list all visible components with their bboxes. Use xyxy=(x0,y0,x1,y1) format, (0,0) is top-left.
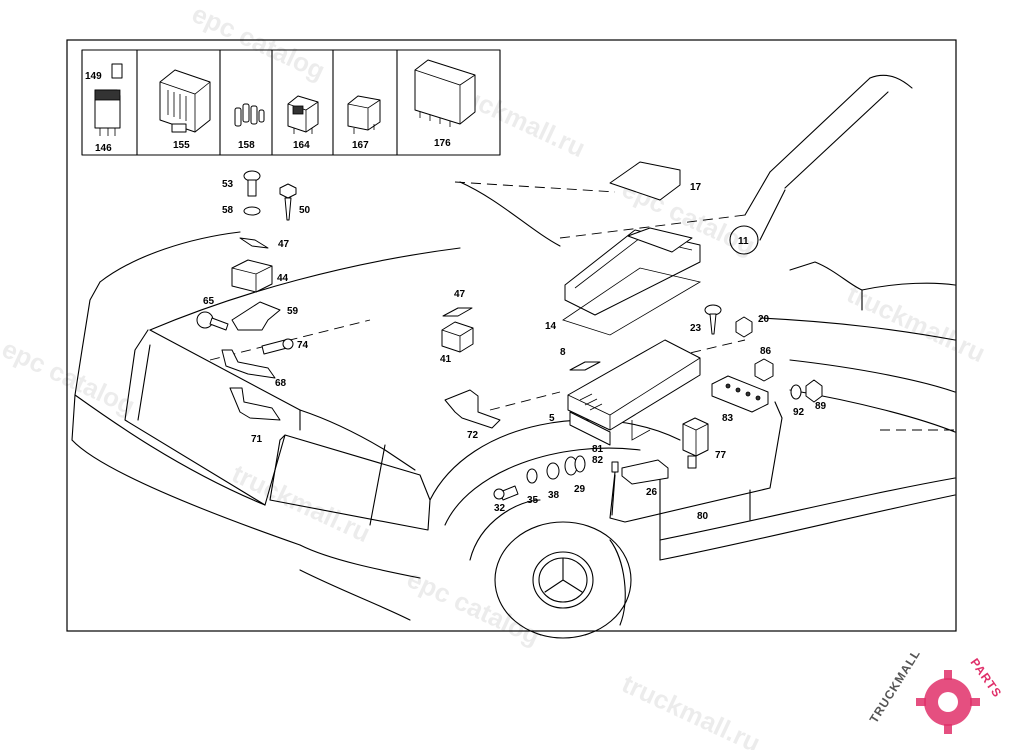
fuse-box-lid-14-icon xyxy=(562,227,702,336)
callout-77: 77 xyxy=(715,450,727,461)
callout-58: 58 xyxy=(222,205,234,216)
bracket-68-icon xyxy=(221,349,276,379)
relay-146-icon xyxy=(94,63,123,136)
screw-74-icon xyxy=(261,338,294,355)
washer-58-icon xyxy=(243,206,261,216)
callout-50: 50 xyxy=(299,205,311,216)
callout-20: 20 xyxy=(758,314,770,325)
callout-26: 26 xyxy=(646,487,658,498)
callout-80: 80 xyxy=(697,511,709,522)
callout-44: 44 xyxy=(277,273,289,284)
terminal-block-83-icon xyxy=(711,375,769,413)
relay-167-icon xyxy=(347,95,381,134)
cover-17-icon xyxy=(609,161,681,201)
callout-68: 68 xyxy=(275,378,287,389)
relay-inset-border xyxy=(81,49,501,156)
callout-158: 158 xyxy=(238,140,255,151)
relay-176-icon xyxy=(414,59,476,127)
fuse-8-icon xyxy=(569,361,601,371)
watermark-text: truckmall.ru xyxy=(227,458,375,548)
callout-8: 8 xyxy=(560,347,566,358)
callout-59: 59 xyxy=(287,306,299,317)
screw-65-icon xyxy=(196,311,229,331)
callout-47-center: 47 xyxy=(454,289,466,300)
screw-23-icon xyxy=(704,304,722,335)
callout-82: 82 xyxy=(592,455,604,466)
callout-176: 176 xyxy=(434,138,451,149)
fuse-box-5-icon xyxy=(567,339,701,446)
relay-41-icon xyxy=(441,321,474,353)
bracket-59-icon xyxy=(231,301,281,331)
callout-47-left: 47 xyxy=(278,239,290,250)
callout-89: 89 xyxy=(815,401,827,412)
relay-44-icon xyxy=(231,259,273,293)
connector-81-82-icon xyxy=(611,461,619,473)
callout-32: 32 xyxy=(494,503,506,514)
callout-14: 14 xyxy=(545,321,557,332)
callout-71: 71 xyxy=(251,434,263,445)
car-body-outline xyxy=(71,74,956,639)
fuse-47-icon xyxy=(442,307,473,317)
watermark-text: epc catalog xyxy=(187,0,329,86)
bracket-26-icon xyxy=(621,459,669,485)
washer-92-icon xyxy=(790,384,802,400)
nut-86-icon xyxy=(754,358,774,382)
screw-50-icon xyxy=(279,183,297,221)
watermark-text: epc catalog xyxy=(402,563,544,651)
callout-65: 65 xyxy=(203,296,215,307)
callout-41: 41 xyxy=(440,354,452,365)
circle-11-icon xyxy=(729,225,759,255)
callout-164: 164 xyxy=(293,140,310,151)
callout-72: 72 xyxy=(467,430,479,441)
relay-inset xyxy=(81,49,501,156)
callout-83: 83 xyxy=(722,413,734,424)
logo-text-accent: PARTS xyxy=(968,656,1005,701)
watermark-text: epc catalog xyxy=(0,333,140,421)
nut-89-icon xyxy=(805,379,823,403)
bracket-72-icon xyxy=(444,389,501,429)
watermark-layer: epc catalog truckmall.ru epc catalog tru… xyxy=(0,0,990,750)
relay-77-icon xyxy=(682,417,709,469)
washer-38-icon xyxy=(546,462,560,480)
screw-32-icon xyxy=(493,485,519,501)
callout-81: 81 xyxy=(592,444,604,455)
washer-35-icon xyxy=(526,468,538,484)
callout-74: 74 xyxy=(297,340,309,351)
callout-labels: 149 146 155 158 164 167 176 17 11 53 58 … xyxy=(85,71,827,522)
callout-155: 155 xyxy=(173,140,190,151)
callout-38: 38 xyxy=(548,490,560,501)
watermark-text: truckmall.ru xyxy=(842,278,990,368)
callout-5: 5 xyxy=(549,413,555,424)
callout-29: 29 xyxy=(574,484,586,495)
diagram-frame xyxy=(66,39,957,632)
callout-53: 53 xyxy=(222,179,234,190)
watermark-text: truckmall.ru xyxy=(617,668,765,750)
nut-20-icon xyxy=(735,316,753,338)
callout-17: 17 xyxy=(690,182,702,193)
gear-icon xyxy=(916,670,980,734)
logo-text-dark: TRUCKMALL xyxy=(867,647,924,726)
relay-164-icon xyxy=(287,95,319,134)
ground-cable-80-icon xyxy=(609,401,783,523)
callout-92: 92 xyxy=(793,407,805,418)
callout-86: 86 xyxy=(760,346,772,357)
relay-158-icon xyxy=(234,103,265,127)
callout-11: 11 xyxy=(738,236,749,247)
screw-53-icon xyxy=(243,170,261,197)
callout-167: 167 xyxy=(352,140,369,151)
callout-23: 23 xyxy=(690,323,702,334)
relay-155-icon xyxy=(159,69,211,133)
fuse-47-icon xyxy=(239,237,269,249)
callout-35: 35 xyxy=(527,495,539,506)
bracket-71-icon xyxy=(229,387,281,421)
truckmall-logo: TRUCKMALL PARTS xyxy=(867,647,1005,734)
callout-146: 146 xyxy=(95,143,112,154)
grommet-29-icon xyxy=(564,455,586,476)
callout-149: 149 xyxy=(85,71,102,82)
